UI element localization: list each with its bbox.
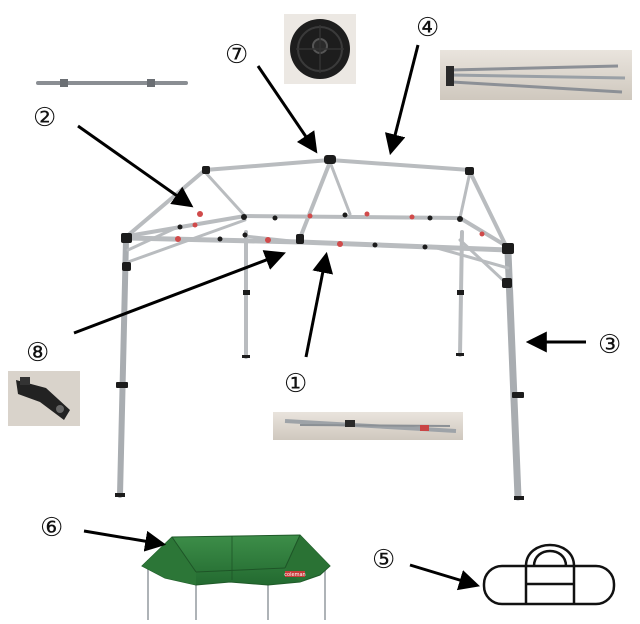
truss-markers <box>175 211 485 247</box>
callout-1: ① <box>284 369 307 399</box>
callout-5: ⑤ <box>372 545 395 575</box>
arrow-7 <box>256 65 318 154</box>
arrow-2 <box>77 124 194 208</box>
callout-3: ③ <box>598 330 621 360</box>
callout-numbers: ⑦ ④ ② ③ ⑧ ① ⑥ ⑤ <box>26 13 621 575</box>
callout-6: ⑥ <box>40 513 63 543</box>
arrow-8 <box>73 250 286 335</box>
callout-8: ⑧ <box>26 338 49 368</box>
frame-joints <box>115 155 524 500</box>
tent-frame <box>117 158 522 501</box>
part-4-roof-poles <box>440 50 632 100</box>
arrow-6 <box>83 529 167 552</box>
arrow-1 <box>304 251 334 358</box>
part-1-truss-pole <box>273 412 463 440</box>
callout-arrows <box>73 44 586 591</box>
arrow-4 <box>384 44 420 156</box>
part-2-short-pole <box>36 79 188 87</box>
callout-4: ④ <box>416 13 439 43</box>
arrow-5 <box>409 563 481 591</box>
part-8-bracket <box>8 371 80 426</box>
part-6-canopy-cover: coleman <box>141 534 331 620</box>
part-5-carry-bag <box>482 543 616 606</box>
canopy-brand-label: coleman <box>284 572 305 578</box>
part-7-center-hub <box>284 14 356 84</box>
callout-2: ② <box>33 103 56 133</box>
callout-7: ⑦ <box>225 40 248 70</box>
